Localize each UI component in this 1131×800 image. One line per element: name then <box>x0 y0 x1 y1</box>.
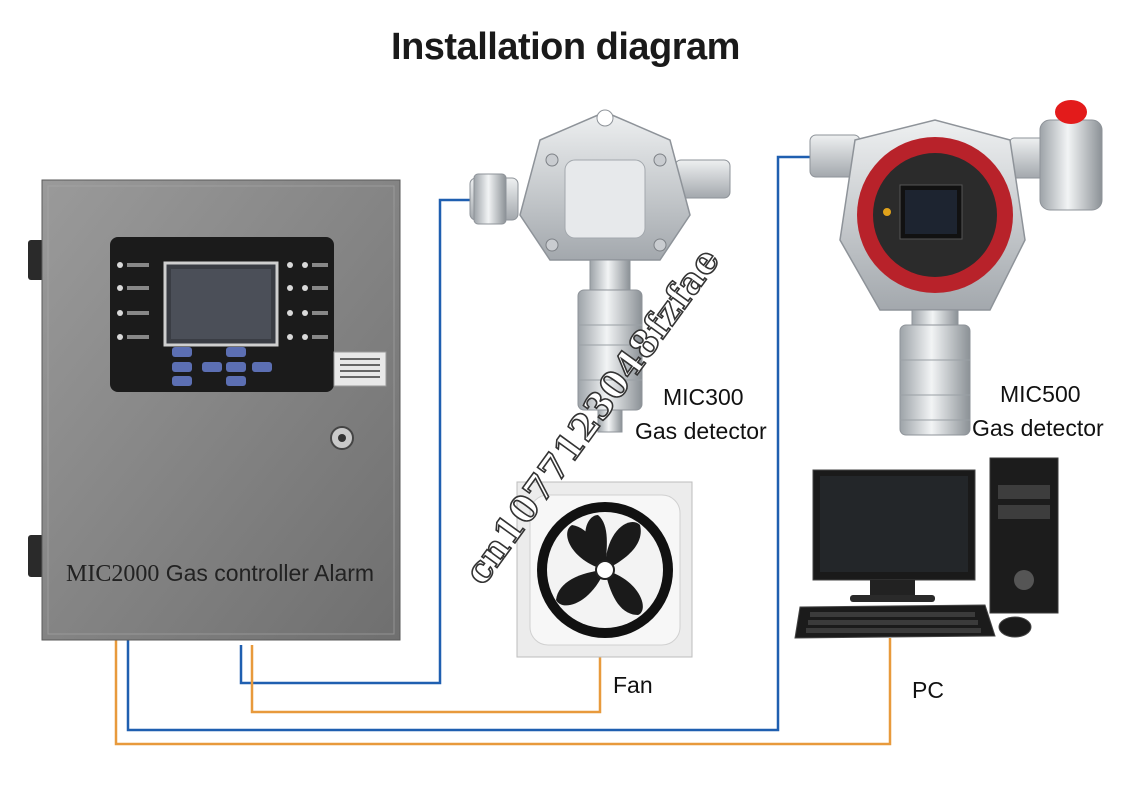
mic300-gas-detector <box>469 109 731 433</box>
mic300-sensor-body <box>577 289 643 411</box>
wire-controller-fan <box>250 645 602 714</box>
controller-name: Gas controller Alarm <box>165 560 375 586</box>
personal-computer <box>794 457 1059 639</box>
pc-monitor-stand <box>870 580 915 595</box>
gas-controller-cabinet <box>28 179 401 641</box>
mic500-sensor-body <box>899 324 971 436</box>
fan-label: Fan <box>613 672 653 698</box>
fan-hub <box>595 560 615 580</box>
indicator-leds-right <box>287 262 308 340</box>
mic300-label-line1: MIC300 <box>663 384 744 410</box>
pc-label: PC <box>912 677 944 703</box>
indicator-leds-left <box>117 262 123 340</box>
mic300-label-line2: Gas detector <box>635 418 767 444</box>
key-left[interactable] <box>202 362 222 372</box>
wire-controller-mic500 <box>126 155 810 732</box>
keypad <box>172 347 272 386</box>
pc-mouse <box>998 616 1032 638</box>
key-down[interactable] <box>226 376 246 386</box>
key-up[interactable] <box>226 347 246 357</box>
nameplate <box>333 351 387 387</box>
cabinet-hinge-top <box>28 240 44 280</box>
exhaust-fan <box>516 481 693 658</box>
diagram-title: Installation diagram <box>391 26 740 68</box>
wire-controller-mic300 <box>239 198 470 685</box>
key-ok[interactable] <box>226 362 246 372</box>
key-3[interactable] <box>172 376 192 386</box>
mic500-alarm-body <box>1039 119 1103 211</box>
controller-model: MIC2000 <box>66 561 160 587</box>
mic500-label-line1: MIC500 <box>1000 381 1081 407</box>
mic300-sensor-tip <box>597 409 623 433</box>
wiring <box>114 155 892 746</box>
fan-blades <box>556 515 643 615</box>
key-right[interactable] <box>252 362 272 372</box>
mic500-label-line2: Gas detector <box>972 415 1104 441</box>
controller-label: MIC2000 Gas controller Alarm <box>66 560 374 588</box>
key-2[interactable] <box>172 362 192 372</box>
mic300-sensor-neck <box>589 259 631 291</box>
wire-controller-pc <box>114 638 892 746</box>
mic500-alarm-lamp <box>1055 100 1087 124</box>
cabinet-hinge-bottom <box>28 535 44 577</box>
mic500-gas-detector <box>809 100 1103 436</box>
panel-text-marks <box>127 263 328 339</box>
key-1[interactable] <box>172 347 192 357</box>
